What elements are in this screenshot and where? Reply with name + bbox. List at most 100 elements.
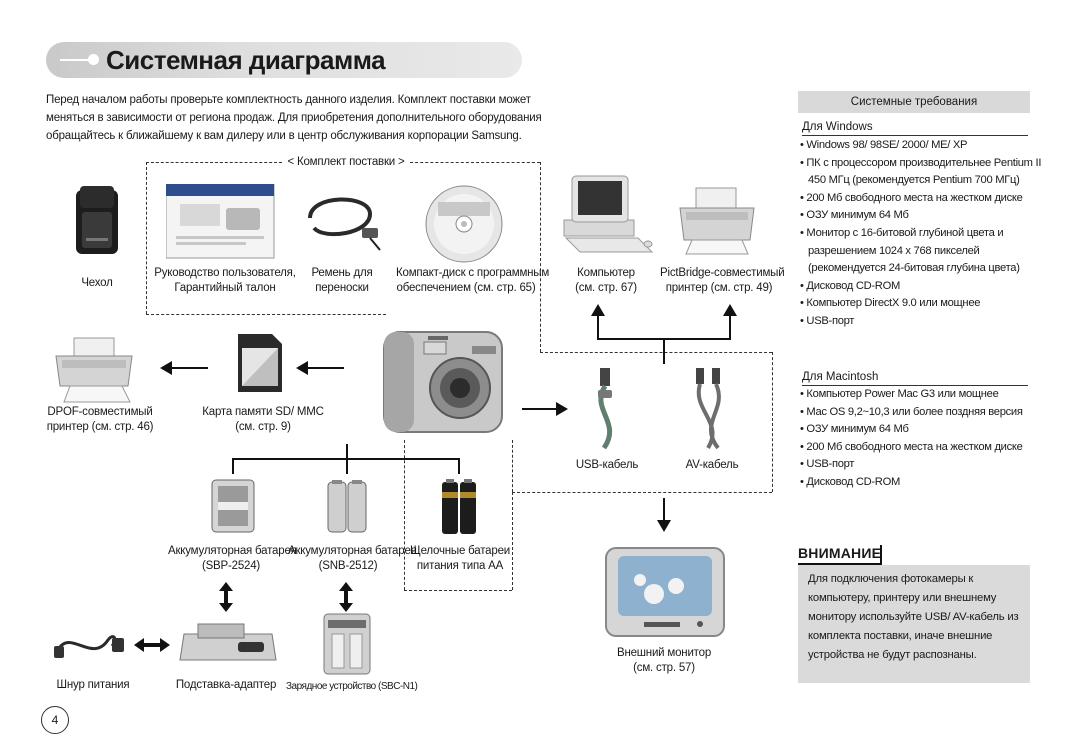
battery-cradle-arrow — [219, 582, 233, 612]
list-item: (рекомендуется 24-битовая глубина цвета) — [808, 262, 1020, 275]
cd-caption-line: обеспечением (см. стр. 65) — [396, 282, 536, 294]
list-item: • USB-порт — [800, 314, 855, 327]
package-frame-left — [146, 162, 147, 314]
list-item: • ОЗУ минимум 64 Мб — [800, 209, 909, 222]
case-caption: Чехол — [81, 277, 113, 289]
list-item: • Windows 98/ 98SE/ 2000/ ME/ XP — [800, 139, 968, 151]
manual-caption: Руководство пользователя, Гарантийный та… — [150, 266, 300, 296]
cradle-caption: Подставка-адаптер — [175, 679, 277, 691]
software-cd-image — [425, 185, 503, 263]
package-label: < Комплект поставки > — [287, 156, 405, 168]
av-cable-image — [696, 368, 721, 450]
warning-title: ВНИМАНИЕ — [798, 545, 882, 561]
windows-requirements-list: • Windows 98/ 98SE/ 2000/ ME/ XP • ПК с … — [800, 137, 1042, 331]
usb-branch-stem — [663, 338, 665, 364]
battery-bracket-left — [232, 458, 234, 474]
list-item: • Монитор с 16-битовой глубиной цвета и — [800, 226, 1004, 239]
list-item: • Дисковод CD-ROM — [800, 475, 901, 488]
page-title: Системная диаграмма — [106, 45, 386, 75]
wrist-strap-image — [308, 197, 381, 251]
cradle-adapter-image — [179, 623, 277, 661]
battery-snb2512-image — [327, 480, 367, 533]
computer-caption-line: Компьютер — [577, 267, 635, 279]
manual-caption-line: Руководство пользователя, — [154, 267, 296, 279]
dpof-caption-line: принтер (см. стр. 46) — [46, 421, 154, 433]
warning-line: монитору используйте USB/ AV-кабель из — [808, 611, 1019, 623]
package-frame-top-right — [410, 162, 540, 163]
arrow-to-computer-shaft — [597, 312, 599, 338]
package-frame-right-upper — [540, 162, 541, 352]
package-frame-right-h — [540, 352, 772, 353]
list-item: • USB-порт — [800, 458, 855, 471]
battery1-caption: Аккумуляторная батарея (SBP-2524) — [168, 544, 297, 574]
page-number: 4 — [41, 706, 69, 734]
battery2-caption-line: Аккумуляторная батарея — [288, 545, 417, 557]
battery-charger-arrow — [339, 582, 353, 612]
battery-charger-image — [323, 613, 371, 675]
pictbridge-caption-line: принтер (см. стр. 49) — [665, 282, 773, 294]
alkaline-caption-line: Щелочные батареи — [410, 545, 510, 557]
arrow-to-printer-head — [723, 304, 737, 316]
list-item: • Mac OS 9,2~10,3 или более поздняя верс… — [800, 405, 1023, 418]
arrow-to-monitor-shaft — [663, 498, 665, 522]
list-item: • 200 Мб свободного места на жестком дис… — [800, 191, 1023, 204]
package-frame-right-side — [772, 352, 773, 492]
monitor-caption-line: Внешний монитор — [616, 647, 712, 659]
battery-bracket-mid — [346, 444, 348, 474]
alkaline-caption: Щелочные батареи питания типа АА — [408, 544, 512, 574]
warning-line: комплекта поставки, иначе внешние — [808, 630, 993, 642]
arrow-to-memory-shaft — [306, 367, 344, 369]
warning-title-tick — [880, 545, 882, 565]
alkaline-caption-line: питания типа АА — [416, 560, 504, 572]
camera-case-image — [76, 186, 118, 254]
pictbridge-caption: PictBridge-совместимый принтер (см. стр.… — [660, 266, 785, 296]
package-frame-inner-bottom — [404, 590, 512, 591]
charger-caption: Зарядное устройство (SBC-N1) — [286, 681, 418, 692]
warning-line: компьютеру, принтеру или внешнему — [808, 592, 997, 604]
list-item: • ПК с процессором производительнее Pent… — [800, 156, 1042, 169]
warning-title-underline — [798, 563, 882, 565]
arrow-to-monitor-head — [657, 520, 671, 532]
pictbridge-caption-line: PictBridge-совместимый — [660, 267, 785, 279]
system-requirements-header: Системные требования — [798, 91, 1030, 113]
list-item: разрешением 1024 x 768 пикселей — [808, 244, 980, 257]
monitor-caption: Внешний монитор (см. стр. 57) — [604, 646, 724, 676]
macintosh-heading: Для Macintosh — [802, 369, 1028, 386]
user-manual-image — [166, 184, 275, 259]
power-cord-caption: Шнур питания — [56, 679, 130, 691]
list-item: 450 МГц (рекомендуется Pentium 700 МГц) — [808, 174, 1020, 187]
usb-cable-image — [598, 368, 613, 450]
memory-card-image — [238, 334, 282, 392]
arrow-to-printer-shaft — [729, 312, 731, 338]
title-decoration-dot — [88, 54, 99, 65]
battery2-caption: Аккумуляторная батарея (SNB-2512) — [288, 544, 417, 574]
arrow-to-usb-shaft — [522, 408, 558, 410]
arrow-to-usb-head — [556, 402, 568, 416]
title-decoration-line — [60, 59, 94, 61]
manual-caption-line: Гарантийный талон — [174, 282, 276, 294]
av-cable-caption: AV-кабель — [685, 459, 739, 471]
arrow-to-dpof-shaft — [170, 367, 208, 369]
battery1-caption-line: Аккумуляторная батарея — [168, 545, 297, 557]
intro-line: обращайтесь к ближайшему к вам дилеру ил… — [46, 130, 522, 142]
computer-image — [563, 175, 654, 253]
arrow-to-memory-head — [296, 361, 308, 375]
strap-caption-line: Ремень для — [311, 267, 373, 279]
list-item: • Компьютер DirectX 9.0 или мощнее — [800, 297, 981, 310]
strap-caption: Ремень для переноски — [296, 266, 388, 296]
warning-box — [798, 565, 1030, 683]
arrow-to-dpof-head — [160, 361, 172, 375]
external-monitor-image — [605, 547, 725, 637]
dpof-caption-line: DPOF-совместимый — [47, 406, 153, 418]
warning-line: Для подключения фотокамеры к — [808, 573, 974, 585]
list-item: • ОЗУ минимум 64 Мб — [800, 423, 909, 436]
warning-line: устройства не будут распознаны. — [808, 649, 977, 661]
dpof-printer-image — [55, 337, 133, 403]
memory-caption-line: (см. стр. 9) — [235, 421, 291, 433]
package-frame-bottom-right — [512, 492, 772, 493]
mac-requirements-list: • Компьютер Power Mac G3 или мощнее • Ma… — [800, 386, 1032, 492]
package-frame-camera-right — [512, 440, 513, 492]
power-cord-image — [54, 635, 124, 658]
computer-caption-line: (см. стр. 67) — [575, 282, 637, 294]
package-frame-inner-left — [404, 440, 405, 590]
